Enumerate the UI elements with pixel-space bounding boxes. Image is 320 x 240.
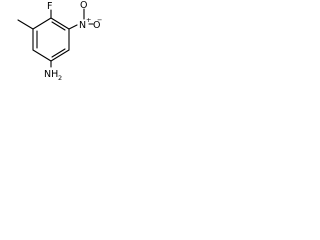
molecule-drawing: F N + O O − NH 2 bbox=[17, 0, 102, 82]
fluorine-label: F bbox=[47, 1, 52, 12]
ring-bond-c1-c2 bbox=[32, 17, 52, 30]
structure-diagram: F N + O O − NH 2 bbox=[0, 0, 102, 86]
nitro-oxygen-right-label: O bbox=[93, 20, 100, 31]
ring-bond-c4-c5 bbox=[50, 49, 70, 62]
bond-to-nitro bbox=[68, 24, 78, 30]
ring-bond-c2-c3 bbox=[50, 17, 70, 30]
ring-bond-c5-c6 bbox=[32, 49, 52, 62]
nitro-nitrogen-charge: + bbox=[86, 16, 91, 24]
ring-double-bond-c4-c5 bbox=[51, 48, 66, 58]
amine-label: NH bbox=[44, 69, 58, 80]
ring-double-bond-c2-c3 bbox=[51, 21, 66, 31]
nitro-oxygen-top-label: O bbox=[80, 0, 87, 11]
bond-to-methyl bbox=[17, 19, 34, 30]
amine-subscript: 2 bbox=[58, 74, 62, 82]
nitro-nitrogen-label: N bbox=[79, 20, 86, 31]
nitro-oxygen-charge: − bbox=[97, 16, 102, 24]
